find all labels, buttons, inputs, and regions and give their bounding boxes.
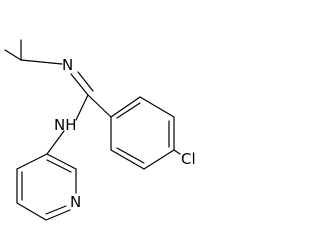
pyr-bond-3 xyxy=(16,202,47,221)
ring-bond-5 xyxy=(110,149,145,170)
ring-bond-2 xyxy=(139,96,175,118)
bond-methyl-1 xyxy=(4,49,22,61)
ring-bond-1 xyxy=(110,96,141,118)
bond-c-cl xyxy=(173,149,181,155)
chlorine-label: Cl xyxy=(181,150,196,168)
ring-bond-4 xyxy=(143,149,175,170)
pyr-bond-4-inner xyxy=(45,205,67,215)
pyr-bond-6-inner xyxy=(46,159,72,173)
pyr-bond-1 xyxy=(16,153,48,170)
chlorophenyl-ring xyxy=(110,96,181,170)
imine-nitrogen-label: N xyxy=(62,56,73,74)
ring-bond-5-inner xyxy=(116,147,145,164)
bond-c-aryl xyxy=(87,94,112,118)
amine-nh-label: NH xyxy=(54,116,77,134)
bond-nh-pyridine xyxy=(46,130,65,155)
pyr-bond-4 xyxy=(45,209,71,221)
isopropyl-group xyxy=(4,39,63,65)
amidine-core xyxy=(70,71,112,121)
pyridine-nitrogen-label: N xyxy=(70,193,81,211)
bond-c-nh xyxy=(75,94,89,121)
bond-ch-n xyxy=(20,59,63,65)
ring-bond-1-inner xyxy=(116,102,141,119)
pyridinyl-ring xyxy=(16,130,77,221)
bond-n-c-double xyxy=(77,71,94,92)
bond-n-c-single xyxy=(70,73,89,96)
structure-diagram: N NH Cl N xyxy=(4,39,196,221)
pyr-bond-6 xyxy=(46,153,77,170)
